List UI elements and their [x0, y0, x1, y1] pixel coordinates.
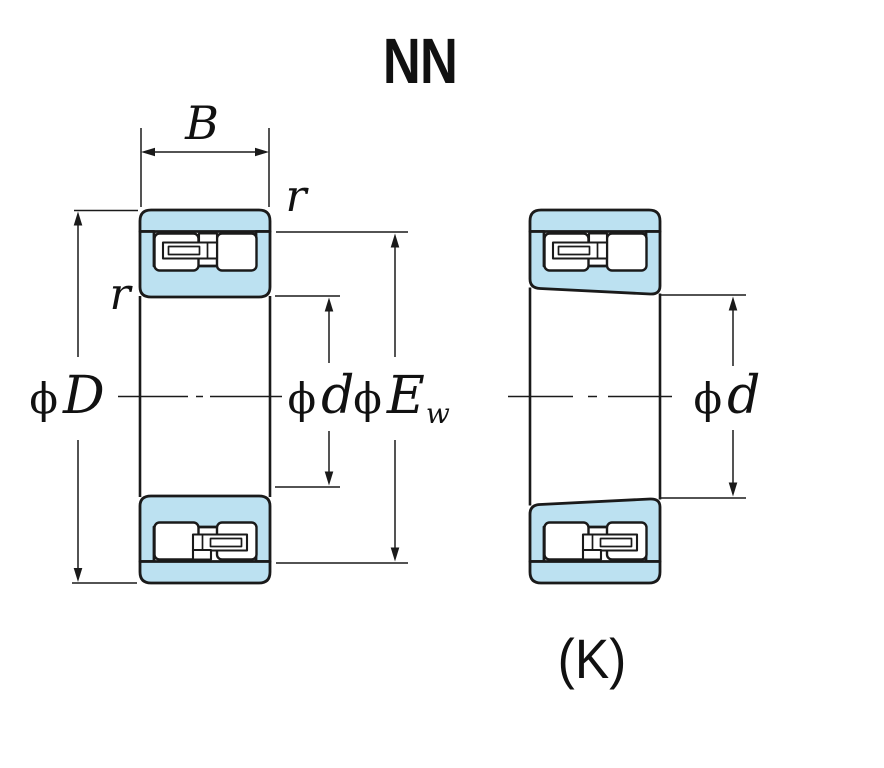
- outer-diameter-dimension: [72, 209, 138, 584]
- phi-symbol: ϕ: [353, 374, 382, 423]
- arrowheads: [324, 297, 334, 486]
- arrowheads: [141, 147, 269, 157]
- dimension-label-width-b: B: [185, 96, 219, 150]
- roller: [153, 521, 200, 561]
- side-faces: [528, 287, 662, 506]
- cage-top: [551, 232, 609, 260]
- right-bearing-section: [528, 208, 662, 585]
- arrowheads: [390, 233, 400, 562]
- tapered-bore-caption: (K): [557, 627, 627, 690]
- cage-top: [161, 232, 219, 260]
- roller: [215, 232, 258, 272]
- page-title: NN: [382, 25, 458, 97]
- left-bearing-section: [138, 208, 272, 585]
- arrowheads: [728, 296, 738, 497]
- dimension-label-corner-radius-left: r: [109, 269, 131, 320]
- phi-symbol: ϕ: [693, 374, 723, 423]
- bore-diameter-dimension-right: [661, 294, 746, 499]
- dimension-label-bore-diameter-left: ϕd: [287, 366, 355, 426]
- arrowheads: [73, 211, 83, 582]
- roller: [543, 521, 590, 561]
- cage-bottom: [581, 533, 639, 561]
- outer-ring-top: [138, 208, 272, 233]
- outer-ring-bottom: [138, 560, 272, 585]
- width-dimension-b: [140, 128, 270, 207]
- phi-symbol: ϕ: [287, 374, 317, 423]
- dimension-label-bore-diameter-right: ϕd: [693, 366, 761, 426]
- bore-diameter-dimension-left: [275, 295, 340, 488]
- roller: [605, 232, 648, 272]
- right-figure: [508, 208, 746, 585]
- dimension-label-raceway-diameter: ϕEw: [353, 366, 450, 430]
- outer-ring-top: [528, 208, 662, 233]
- dimension-label-corner-radius-top: r: [285, 171, 307, 222]
- phi-symbol: ϕ: [29, 374, 58, 423]
- outer-ring-bottom: [528, 560, 662, 585]
- inner-ring-top: [138, 230, 272, 299]
- side-faces: [138, 296, 272, 497]
- raceway-diameter-dimension: [276, 231, 408, 564]
- left-figure: [72, 128, 408, 585]
- cage-bottom: [191, 533, 249, 561]
- dimension-label-outer-diameter: ϕD: [29, 366, 105, 426]
- inner-ring-top-tapered: [528, 230, 662, 296]
